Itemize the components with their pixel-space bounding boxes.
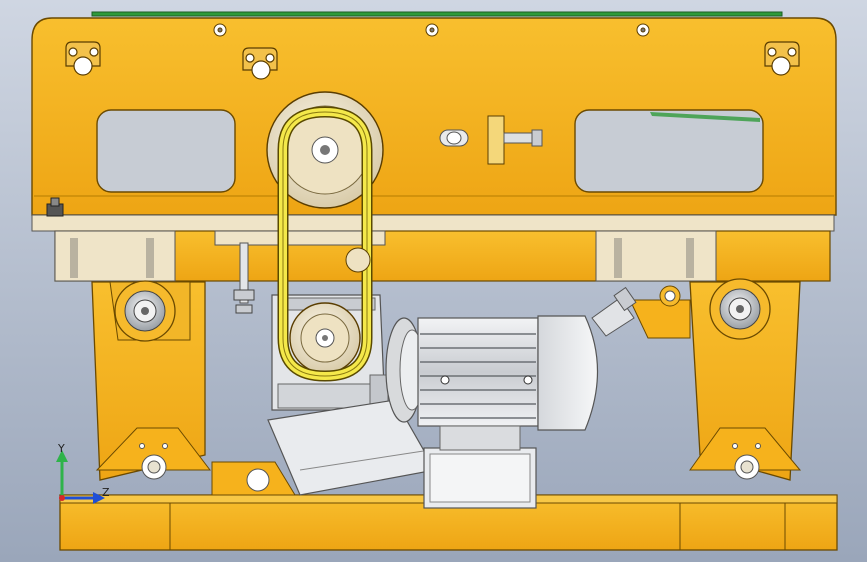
lifting-eye-icon — [65, 41, 800, 80]
triad-y-label: Y — [57, 442, 65, 455]
cable-gland — [591, 286, 637, 337]
lower-pulley[interactable] — [289, 302, 361, 374]
top-frame-window-right — [574, 109, 764, 193]
drive-belt[interactable] — [277, 106, 373, 382]
tension-bolt[interactable] — [439, 115, 543, 165]
hex-nut-icon — [46, 197, 64, 217]
idler-pulley — [345, 247, 371, 273]
top-frame[interactable] — [31, 11, 837, 232]
middle-rail — [54, 230, 831, 314]
electric-motor[interactable] — [385, 286, 637, 434]
left-leg[interactable] — [91, 280, 212, 481]
axis-triad: Y Z — [56, 442, 110, 504]
right-leg[interactable] — [629, 278, 802, 481]
motor-terminal-box[interactable] — [423, 425, 537, 509]
top-bolt-row — [213, 23, 650, 37]
triad-z-label: Z — [102, 486, 110, 499]
top-frame-green-edge — [91, 11, 783, 17]
top-frame-window-left — [96, 109, 236, 193]
top-frame-base-plate — [31, 214, 835, 232]
